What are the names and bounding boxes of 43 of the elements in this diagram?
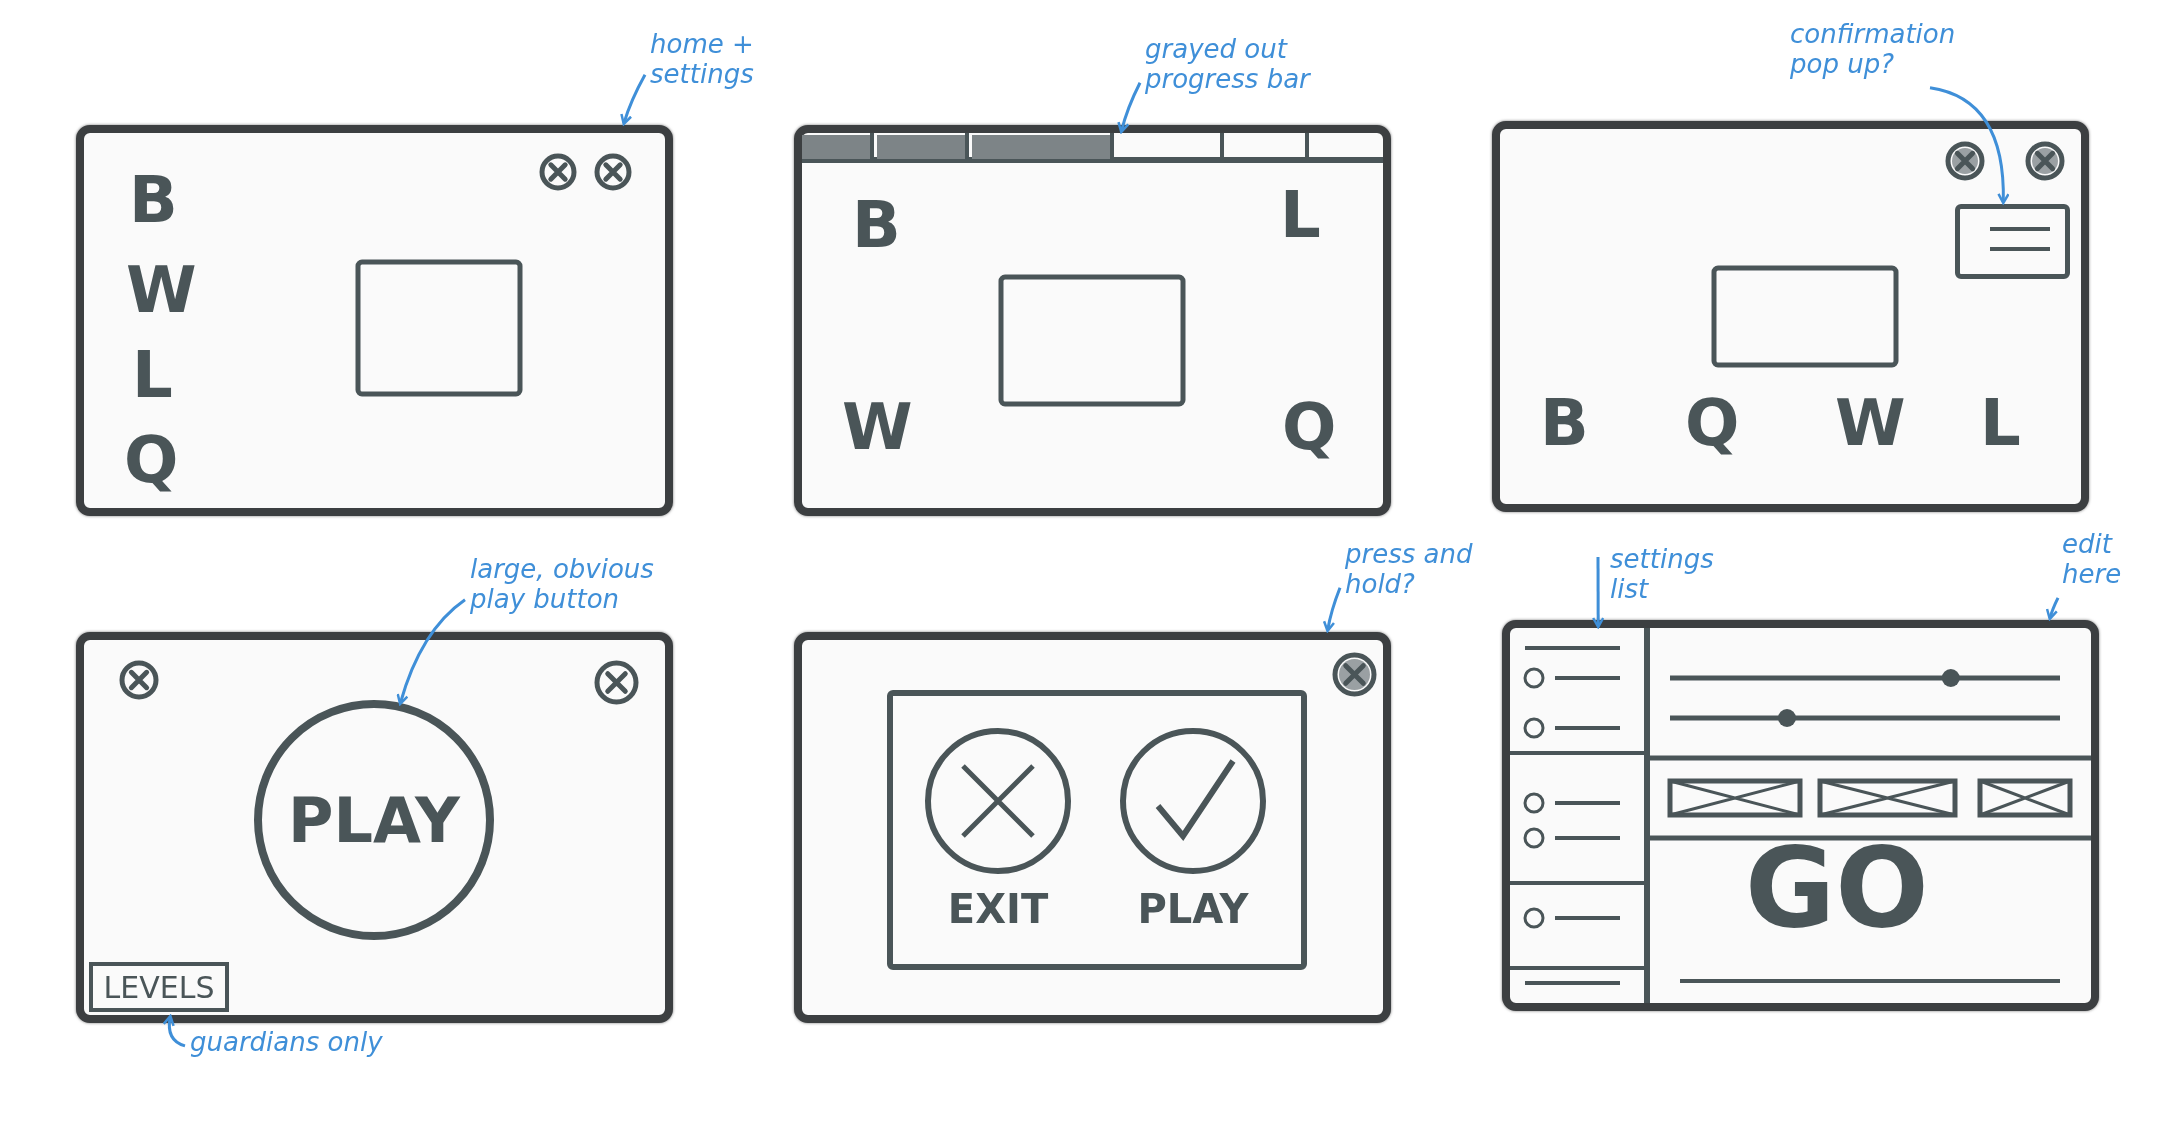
- leader-arrow: [1117, 82, 1142, 134]
- popup-dialog: [1955, 204, 2070, 279]
- progress-bar: [802, 133, 1383, 163]
- menu-letter: L: [1280, 183, 1321, 247]
- button-label: PLAY: [1136, 886, 1250, 932]
- menu-letter: B: [852, 193, 901, 257]
- annotation-note: press and hold?: [1345, 540, 1485, 600]
- annotation-note: home + settings: [650, 30, 800, 90]
- menu-letter: W: [1835, 391, 1906, 455]
- tablet-frame: [1492, 121, 2089, 512]
- play-button: PLAY: [254, 700, 494, 940]
- leader-arrow: [162, 1014, 186, 1048]
- annotation-note: edit here: [2062, 530, 2172, 590]
- menu-letter: B: [129, 168, 178, 232]
- leader-arrow: [620, 74, 647, 126]
- tablet-frame: [76, 632, 673, 1023]
- annotation-note: grayed out progress bar: [1145, 35, 1375, 95]
- leader-arrow: [2045, 597, 2060, 621]
- leader-arrow: [1591, 557, 1605, 629]
- leader-arrow: [1929, 86, 2010, 205]
- tablet-frame: [76, 125, 673, 516]
- annotation-note: large, obvious play button: [470, 555, 690, 615]
- menu-letter: Q: [1685, 391, 1740, 455]
- menu-letter: L: [1980, 391, 2021, 455]
- menu-letter: L: [132, 343, 173, 407]
- screen-heading: GO: [1745, 833, 1929, 943]
- menu-letter: Q: [124, 428, 179, 492]
- button-label: EXIT: [946, 886, 1050, 932]
- menu-letter: Q: [1282, 395, 1337, 459]
- menu-letter: W: [126, 258, 197, 322]
- leader-arrow: [1322, 587, 1342, 633]
- settings-panel: [1510, 628, 1650, 1003]
- annotation-note: settings list: [1610, 545, 1740, 605]
- leader-arrow: [396, 598, 466, 706]
- menu-letter: B: [1540, 391, 1589, 455]
- tablet-frame: [794, 632, 1391, 1023]
- menu-letter: W: [842, 395, 913, 459]
- levels-button: LEVELS: [89, 962, 229, 1012]
- dialog-box: [887, 690, 1307, 970]
- tablet-frame: [1502, 620, 2099, 1011]
- tablet-frame: [794, 125, 1391, 516]
- annotation-note: guardians only: [190, 1028, 450, 1058]
- annotation-note: confirmation pop up?: [1790, 20, 1990, 80]
